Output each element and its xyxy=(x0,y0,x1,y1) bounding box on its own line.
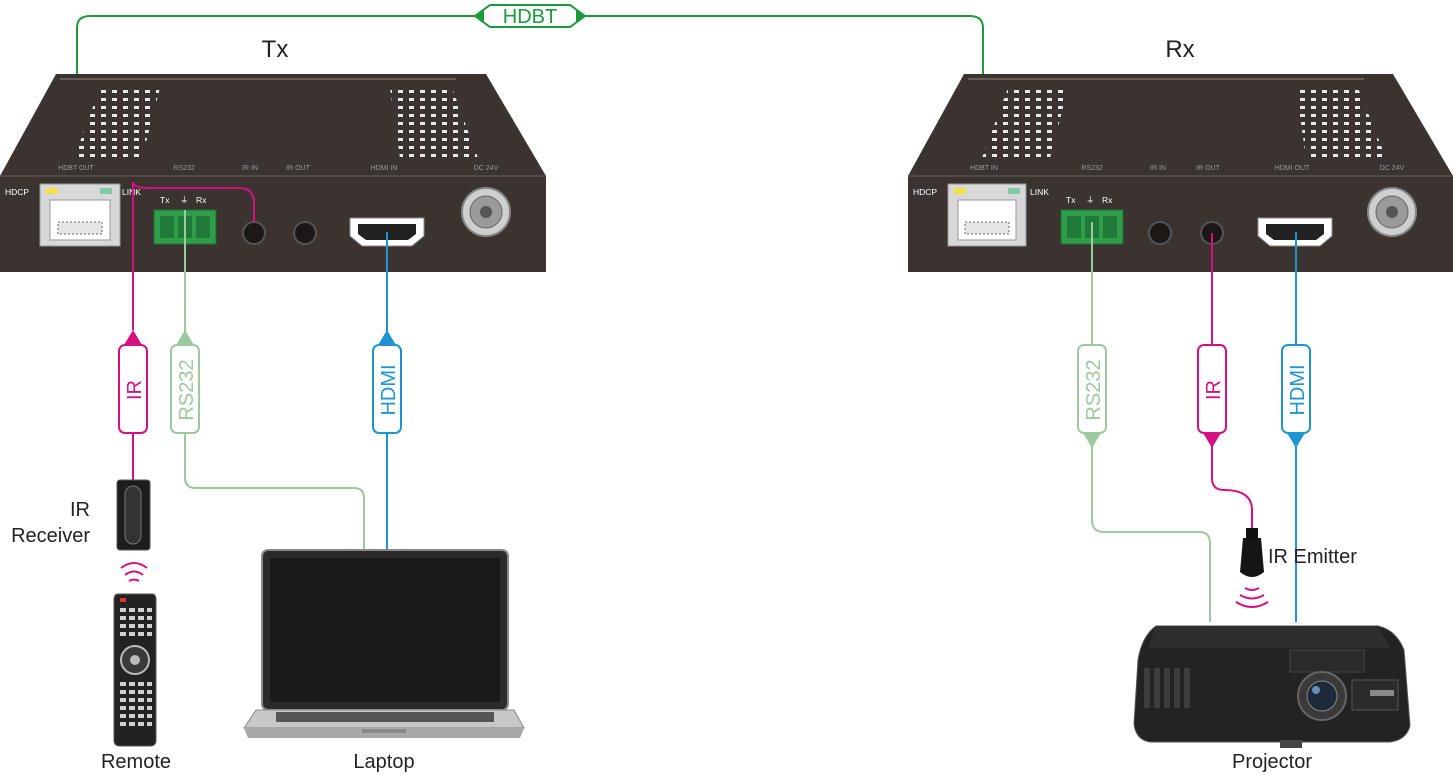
rx-phoenix-gnd: ⏚ xyxy=(1086,195,1095,205)
tx-vent-right xyxy=(390,88,478,158)
rx-hdcp-label: HDCP xyxy=(913,187,937,197)
ir-receiver-label-line2: Receiver xyxy=(11,525,90,547)
tx-ir-tag: IR xyxy=(118,330,148,434)
rx-rs232-label: RS232 xyxy=(1083,359,1105,420)
hdbt-tag: HDBT xyxy=(473,4,587,28)
ir-emitter xyxy=(1240,528,1264,577)
ir-emitter-signal-icon xyxy=(1235,587,1269,608)
rx-ir-tag: IR xyxy=(1197,344,1227,448)
laptop xyxy=(243,549,525,738)
rx-port-label: HDBT IN xyxy=(970,165,998,172)
rx-vent-left xyxy=(982,88,1068,158)
rx-hdmi-label: HDMI xyxy=(1287,364,1309,415)
tx-title: Tx xyxy=(262,36,289,63)
remote-control xyxy=(113,593,157,747)
tx-port-label: IR OUT xyxy=(286,165,310,172)
ir-receiver xyxy=(116,479,151,551)
rx-ir-label: IR xyxy=(1203,380,1225,400)
tx-unit: HDBT OUT RS232 IR IN IR OUT HDMI IN DC 2… xyxy=(0,74,546,272)
projector xyxy=(1133,625,1411,748)
rx-hdmi-tag: HDMI xyxy=(1281,344,1311,448)
tx-port-label: RS232 xyxy=(173,165,195,172)
tx-port-label: IR IN xyxy=(242,165,258,172)
tx-rs232-label: RS232 xyxy=(176,359,198,420)
rx-title: Rx xyxy=(1165,36,1194,63)
rx-rs232-tag: RS232 xyxy=(1077,344,1107,448)
rx-unit: HDBT IN RS232 IR IN IR OUT HDMI OUT DC 2… xyxy=(908,74,1453,272)
ir-receiver-label-line1: IR xyxy=(70,499,90,521)
hdbt-label: HDBT xyxy=(503,6,557,28)
rx-dc-jack xyxy=(1367,187,1417,237)
rx-vent-right xyxy=(1296,88,1386,158)
laptop-label: Laptop xyxy=(353,751,414,773)
tx-vent-left xyxy=(74,88,160,158)
ir-emitter-label: IR Emitter xyxy=(1268,546,1357,568)
tx-dc-jack xyxy=(461,187,511,237)
tx-phoenix-gnd: ⏚ xyxy=(180,195,189,205)
rx-phoenix-tx: Tx xyxy=(1066,195,1076,205)
tx-phoenix-tx: Tx xyxy=(160,195,170,205)
tx-hdcp-label: HDCP xyxy=(5,187,29,197)
rx-port-label: IR OUT xyxy=(1196,165,1220,172)
rx-link-label: LINK xyxy=(1030,187,1049,197)
tx-hdmi-label: HDMI xyxy=(378,364,400,415)
tx-rs232-tag: RS232 xyxy=(170,330,200,434)
tx-hdmi-tag: HDMI xyxy=(372,330,402,434)
projector-label: Projector xyxy=(1232,751,1312,773)
tx-ir-out-jack xyxy=(293,221,317,245)
tx-port-label: HDBT OUT xyxy=(58,165,94,172)
tx-rs232-cable xyxy=(184,210,365,550)
rx-phoenix-rx: Rx xyxy=(1102,195,1113,205)
rx-port-label: RS232 xyxy=(1081,165,1103,172)
tx-link-label: LINK xyxy=(122,187,141,197)
tx-rj45-port xyxy=(39,183,121,247)
rx-rs232-cable xyxy=(1091,222,1211,622)
rx-ir-in-jack xyxy=(1148,221,1172,245)
tx-port-label: DC 24V xyxy=(474,165,499,172)
tx-ir-in-jack xyxy=(242,221,266,245)
tx-phoenix-rx: Rx xyxy=(196,195,207,205)
rx-port-label: DC 24V xyxy=(1380,165,1405,172)
rx-port-label: HDMI OUT xyxy=(1275,165,1310,172)
ir-signal-icon xyxy=(120,562,148,582)
rx-rj45-port xyxy=(947,183,1027,247)
rx-ir-cable xyxy=(1211,233,1253,528)
remote-label: Remote xyxy=(101,751,171,773)
tx-ir-label: IR xyxy=(124,380,146,400)
rx-port-label: IR IN xyxy=(1150,165,1166,172)
tx-port-label: HDMI IN xyxy=(371,165,398,172)
